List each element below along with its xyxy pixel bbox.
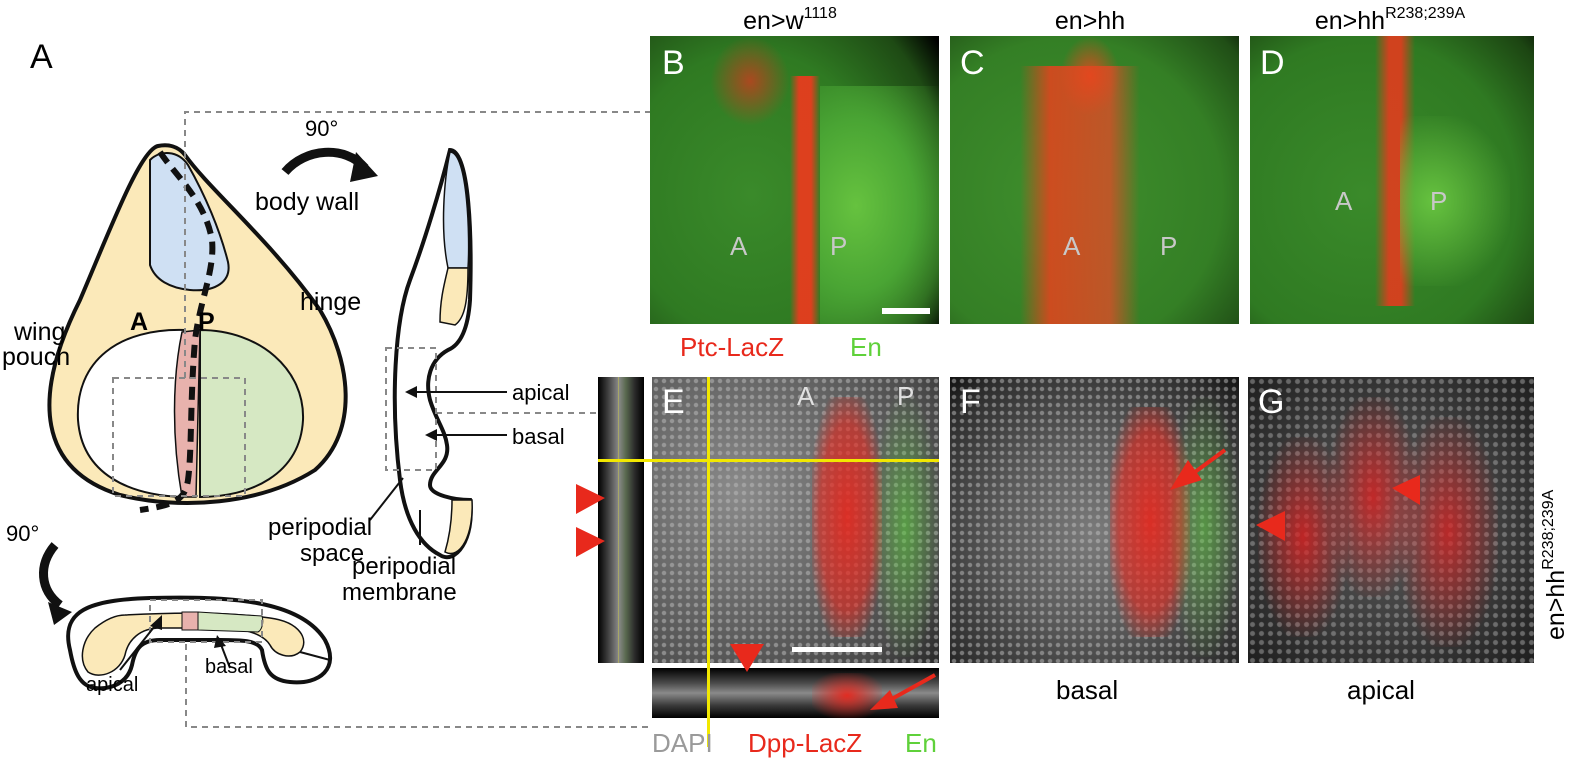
caption-basal: basal	[1056, 675, 1119, 705]
legend-dapi: DAPI	[652, 728, 713, 758]
panel-letter-A: A	[30, 38, 53, 76]
micrograph-B: B A P	[650, 36, 939, 324]
side-genotype-label: en>hhR238;239A	[1540, 489, 1570, 640]
label-peripodial-1: peripodial	[268, 514, 373, 541]
micrograph-C: C A P	[950, 36, 1239, 324]
micrograph-D: D A P	[1250, 36, 1534, 324]
scale-bar-E	[792, 647, 882, 652]
micrograph-G: G	[1248, 377, 1534, 663]
panel-letter-D: D	[1260, 44, 1285, 82]
label-hinge: hinge	[300, 288, 362, 316]
legend-ptc-lacz: Ptc-LacZ	[680, 332, 785, 362]
rotation-label-top: 90°	[305, 116, 339, 141]
orthogonal-xz-strip	[652, 668, 939, 718]
panel-letter-E: E	[662, 383, 685, 421]
header-B: en>w1118	[743, 5, 837, 35]
legend-en-bottom: En	[905, 728, 937, 758]
label-A-D: A	[1335, 186, 1353, 216]
yellow-crosshair-vertical	[707, 377, 710, 747]
legend-dpp-lacz: Dpp-LacZ	[748, 728, 863, 758]
orthogonal-yz-strip	[598, 377, 644, 663]
pouch-anterior	[76, 328, 187, 499]
rotate-arrow-left	[39, 542, 63, 609]
label-space: space	[300, 540, 365, 567]
legend-en-top: En	[850, 332, 882, 362]
micrograph-E: E A P	[652, 377, 939, 663]
yellow-crosshair-horizontal	[598, 459, 939, 462]
label-membrane: membrane	[342, 579, 457, 606]
label-anterior: A	[130, 308, 149, 336]
label-apical-bottom: apical	[86, 674, 139, 696]
panel-letter-C: C	[960, 44, 985, 82]
label-body-wall: body wall	[255, 188, 360, 216]
label-posterior: P	[198, 308, 215, 336]
panel-letter-G: G	[1258, 383, 1285, 421]
panel-letter-F: F	[960, 383, 981, 421]
ap-dashed-line	[139, 150, 216, 513]
label-wing: wing	[14, 318, 66, 346]
header-C: en>hh	[1054, 7, 1126, 35]
label-basal-side: basal	[512, 424, 565, 449]
label-P-E: P	[897, 381, 915, 411]
label-A-C: A	[1063, 231, 1081, 261]
panel-letter-B: B	[662, 44, 685, 82]
label-P-B: P	[830, 231, 848, 261]
scale-bar-B	[882, 308, 930, 314]
pouch-posterior	[199, 328, 305, 499]
micrograph-F: F	[950, 377, 1239, 663]
rotation-label-left: 90°	[6, 521, 40, 546]
label-A-B: A	[730, 231, 748, 261]
header-D: en>hhR238;239A	[1314, 5, 1466, 35]
label-pouch: pouch	[2, 343, 71, 371]
caption-apical: apical	[1347, 675, 1415, 705]
label-apical-side: apical	[512, 380, 570, 405]
label-P-D: P	[1430, 186, 1448, 216]
label-P-C: P	[1160, 231, 1178, 261]
label-basal-bottom: basal	[205, 656, 253, 678]
body-wall-region	[149, 152, 230, 292]
label-A-E: A	[797, 381, 815, 411]
label-peripodial-2: peripodial	[352, 553, 457, 580]
